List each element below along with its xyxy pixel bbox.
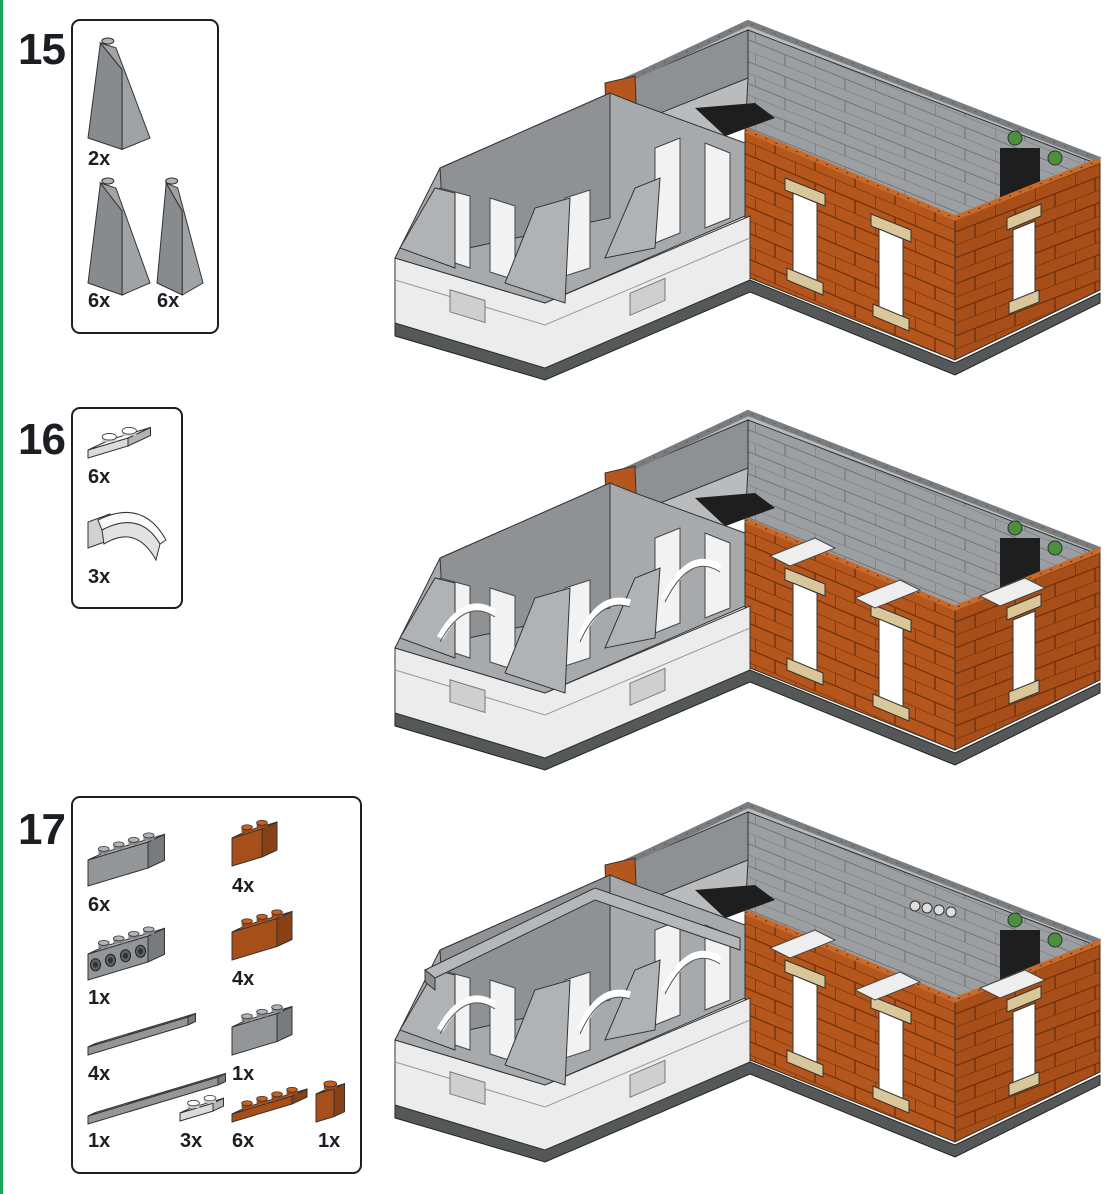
part-slope-tall-narrow xyxy=(156,177,204,296)
part-plate-1x4-brown xyxy=(231,1086,308,1123)
part-quantity: 6x xyxy=(232,1130,255,1152)
part-quantity: 4x xyxy=(232,968,255,990)
part-tile-1x6 xyxy=(87,1012,196,1056)
part-plate-1x2 xyxy=(179,1094,224,1122)
part-quantity: 3x xyxy=(88,566,111,588)
tile-rim xyxy=(424,887,957,992)
part-quantity: 6x xyxy=(157,290,180,312)
part-quantity: 6x xyxy=(88,466,111,488)
step-number: 15 xyxy=(18,25,66,74)
part-technic-brick-1x4 xyxy=(87,926,165,981)
part-quantity: 3x xyxy=(180,1130,203,1152)
part-brick-1x3-gray xyxy=(231,1004,293,1056)
part-slope-tall xyxy=(87,177,151,296)
step-number: 17 xyxy=(18,805,66,854)
model-step-17 xyxy=(395,805,1100,1162)
step-number: 16 xyxy=(18,415,66,464)
part-plate-2x2 xyxy=(87,426,151,459)
part-brick-1x3-brown xyxy=(231,909,293,961)
part-slope-large xyxy=(87,37,151,151)
part-quantity: 6x xyxy=(88,290,111,312)
part-brick-1x4 xyxy=(87,832,165,887)
part-brick-1x1-brown xyxy=(315,1080,345,1123)
part-quantity: 4x xyxy=(88,1063,111,1085)
parts-callout-step-16 xyxy=(71,407,183,609)
page-edge-accent xyxy=(0,0,3,1194)
part-quantity: 1x xyxy=(318,1130,341,1152)
part-quantity: 6x xyxy=(88,894,111,916)
part-quantity: 1x xyxy=(232,1063,255,1085)
part-quantity: 4x xyxy=(232,875,255,897)
parts-callout-step-15 xyxy=(71,19,219,334)
part-quantity: 2x xyxy=(88,148,111,170)
part-brick-1x2-brown xyxy=(231,819,278,867)
part-tile-1x8 xyxy=(87,1072,226,1125)
part-quantity: 1x xyxy=(88,1130,111,1152)
part-arch xyxy=(87,512,167,562)
parts-callout-step-17 xyxy=(71,796,362,1174)
part-quantity: 1x xyxy=(88,987,111,1009)
